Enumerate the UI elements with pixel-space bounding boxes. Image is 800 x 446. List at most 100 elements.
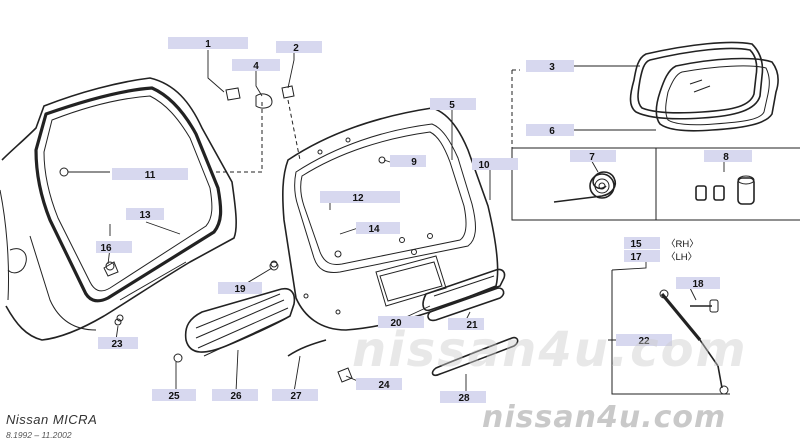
- callout-number: 5: [449, 100, 455, 111]
- callout-number: 27: [290, 391, 302, 402]
- callout-19: 19: [218, 282, 262, 295]
- callout-1: 1: [168, 37, 248, 50]
- callout-4: 4: [232, 59, 280, 72]
- callout-label-box: [320, 191, 400, 203]
- callout-label-box: [570, 150, 616, 162]
- callout-18: 18: [676, 277, 720, 290]
- back-door-panel: [225, 85, 499, 331]
- part-8-clips: [695, 175, 755, 205]
- callout-number: 7: [589, 152, 595, 163]
- callout-number: 28: [458, 393, 470, 404]
- callout-number: 1: [205, 39, 211, 50]
- callout-label-box: [440, 391, 486, 403]
- callout-label-box: [526, 60, 574, 72]
- callout-label-box: [272, 389, 318, 401]
- callout-label-box: [112, 168, 188, 180]
- callout-2: 2: [276, 41, 322, 54]
- callout-11: 11: [112, 168, 188, 181]
- callout-26: 26: [212, 389, 258, 402]
- callout-label-box: [168, 37, 248, 49]
- callout-number: 11: [145, 170, 156, 181]
- callout-9: 9: [390, 155, 426, 168]
- callout-number: 19: [234, 284, 246, 295]
- callout-number: 23: [111, 339, 123, 350]
- callout-label-box: [676, 277, 720, 289]
- callout-label-box: [390, 155, 426, 167]
- callout-number: 10: [478, 160, 490, 171]
- callout-number: 9: [411, 157, 417, 168]
- callout-label-box: [218, 282, 262, 294]
- callout-number: 14: [368, 224, 380, 235]
- footer-dates: 8.1992 – 11.2002: [6, 430, 72, 440]
- callout-number: 3: [549, 62, 555, 73]
- callout-label-box: [624, 237, 660, 249]
- body-rear-opening: [0, 77, 237, 341]
- callout-label-box: [526, 124, 574, 136]
- callout-label-box: [152, 389, 196, 401]
- rh-label: 〈RH〉: [666, 239, 699, 250]
- callout-number: 12: [352, 193, 364, 204]
- callout-14: 14: [356, 222, 400, 235]
- callout-21: 21: [448, 318, 484, 331]
- callout-number: 2: [293, 43, 299, 54]
- callout-label-box: [126, 208, 164, 220]
- callout-8: 8: [704, 150, 752, 163]
- callout-label-box: [212, 389, 258, 401]
- callout-13: 13: [126, 208, 164, 221]
- watermark-center: nissan4u.com: [352, 322, 748, 378]
- watermark-corner: nissan4u.com: [482, 400, 727, 435]
- part-22-gas-strut: [659, 289, 729, 395]
- callout-28: 28: [440, 391, 486, 404]
- callout-label-box: [356, 222, 400, 234]
- callout-number: 20: [390, 318, 402, 329]
- callout-17: 17: [624, 250, 660, 263]
- callout-label-box: [378, 316, 424, 328]
- callout-7: 7: [570, 150, 616, 163]
- callout-5: 5: [430, 98, 476, 111]
- callout-number: 16: [100, 243, 112, 254]
- callout-27: 27: [272, 389, 318, 402]
- callout-label-box: [472, 158, 518, 170]
- callout-number: 4: [253, 61, 259, 72]
- callout-label-box: [276, 41, 322, 53]
- callout-25: 25: [152, 389, 196, 402]
- callout-10: 10: [472, 158, 518, 171]
- callout-23: 23: [98, 337, 138, 350]
- callout-16: 16: [96, 241, 132, 254]
- callout-label-box: [356, 378, 402, 390]
- callout-12: 12: [320, 191, 400, 204]
- section-frames: [511, 69, 800, 395]
- callout-22: 22: [616, 334, 672, 347]
- callout-15: 15: [624, 237, 660, 250]
- callout-labels: 1 2 3 4 5 6 7 8 9 10 11 12 13 14 15 16 1…: [96, 37, 752, 404]
- callout-number: 8: [723, 152, 729, 163]
- lh-label: 〈LH〉: [666, 252, 697, 263]
- callout-24: 24: [356, 378, 402, 391]
- callout-number: 24: [378, 380, 390, 391]
- callout-label-box: [448, 318, 484, 330]
- callout-label-box: [98, 337, 138, 349]
- callout-number: 22: [638, 336, 650, 347]
- callout-label-box: [232, 59, 280, 71]
- callout-number: 6: [549, 126, 555, 137]
- callout-number: 25: [168, 391, 180, 402]
- callout-number: 18: [692, 279, 704, 290]
- glass-parts: [629, 41, 779, 132]
- callout-label-box: [430, 98, 476, 110]
- callout-label-box: [616, 334, 672, 346]
- footer-model: Nissan MICRA: [6, 412, 98, 427]
- callout-label-box: [704, 150, 752, 162]
- callout-number: 21: [466, 320, 478, 331]
- callout-number: 15: [630, 239, 642, 250]
- callout-20: 20: [378, 316, 424, 329]
- callout-number: 26: [230, 391, 242, 402]
- callout-6: 6: [526, 124, 574, 137]
- callout-label-box: [624, 250, 660, 262]
- callout-number: 17: [630, 252, 642, 263]
- part-7-spiral: [553, 171, 617, 203]
- garnish-parts: [103, 260, 519, 383]
- callout-3: 3: [526, 60, 574, 73]
- callout-label-box: [96, 241, 132, 253]
